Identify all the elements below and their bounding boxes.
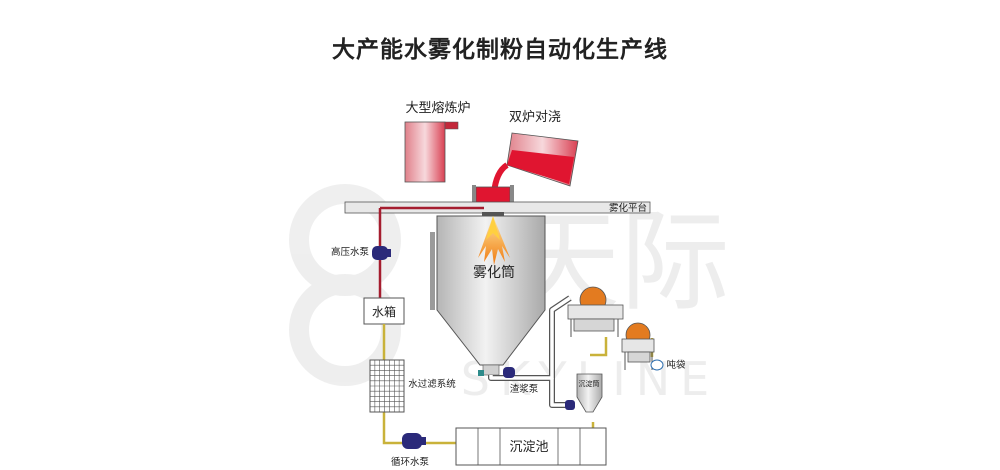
watermark-ring-2	[289, 274, 401, 386]
sedimentation-pool	[455, 427, 607, 466]
sediment-pool-label: 沉淀池	[509, 440, 548, 455]
filter-label: 水过滤系统	[408, 378, 456, 390]
small-sediment-tank	[576, 373, 603, 413]
water-filter	[369, 359, 405, 413]
water-tank-label: 水箱	[372, 304, 396, 319]
small-pump-icon	[565, 400, 575, 410]
circ-pump-icon	[402, 433, 426, 449]
atomizer-label: 雾化筒	[473, 264, 515, 281]
ton-bag-label: 吨袋	[666, 359, 686, 371]
dryer-1	[567, 286, 624, 337]
slurry-pump-label: 渣浆泵	[510, 383, 539, 395]
dual-pour-label: 双炉对浇	[509, 110, 561, 125]
atomizer-vessel	[430, 215, 546, 376]
melting-furnace	[404, 121, 459, 183]
pouring-furnace	[491, 132, 579, 194]
slurry-pump-icon	[503, 367, 515, 378]
ton-bag-icon	[650, 359, 664, 371]
page-title: 大产能水雾化制粉自动化生产线	[332, 37, 668, 63]
platform-label: 雾化平台	[609, 202, 647, 214]
atomization-spray	[478, 216, 510, 265]
water-tank	[363, 297, 405, 325]
hp-pump-icon	[372, 246, 391, 260]
furnace-label: 大型熔炼炉	[405, 101, 470, 116]
watermark-ring	[289, 184, 401, 296]
small-tank-label: 沉淀筒	[579, 379, 600, 388]
circ-pump-label: 循环水泵	[391, 456, 430, 468]
dryer-2	[621, 322, 655, 370]
hp-pump-label: 高压水泵	[331, 246, 370, 258]
valve-icon	[478, 370, 484, 376]
nozzle	[482, 212, 504, 216]
